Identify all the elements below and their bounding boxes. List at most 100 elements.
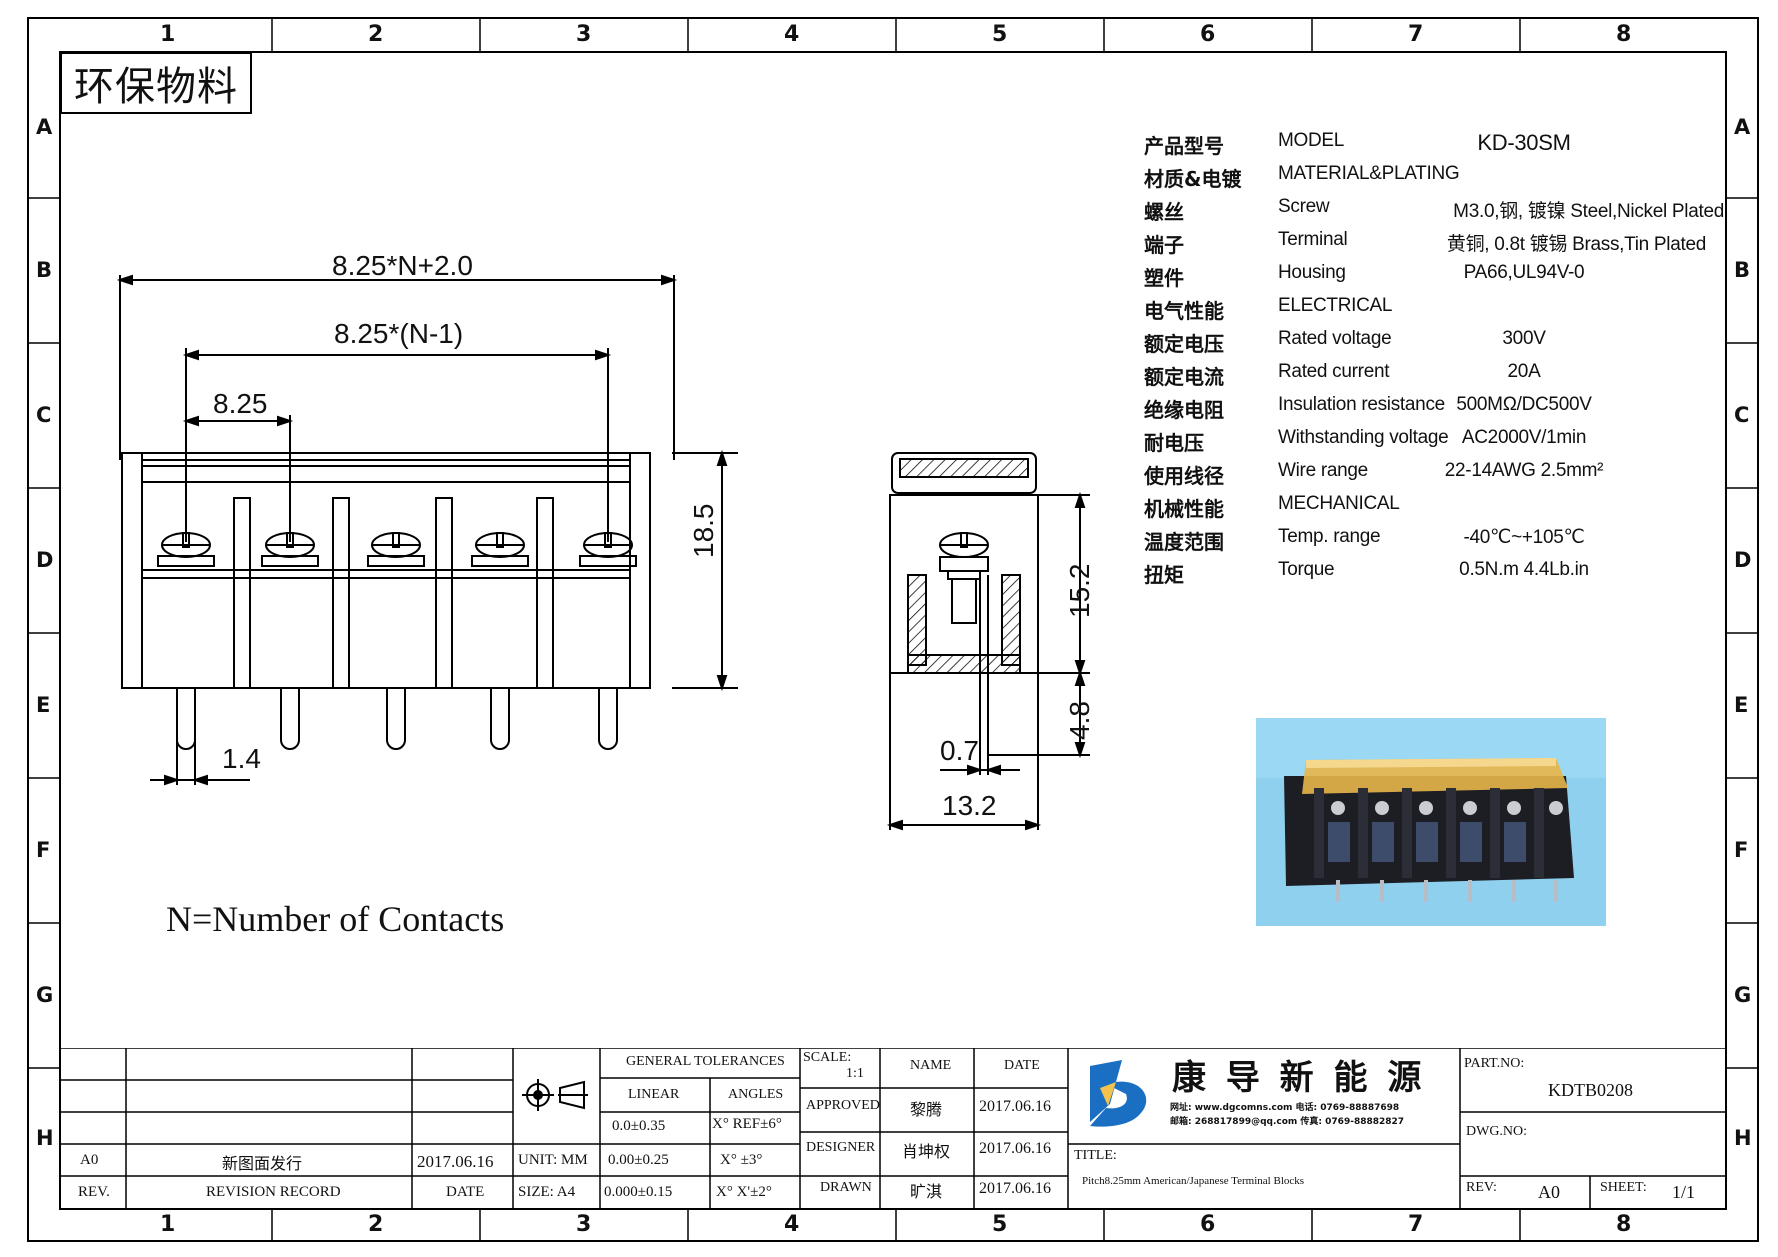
spec-label-en: Wire range [1278, 460, 1368, 481]
drawn-label: DRAWN [820, 1180, 872, 1195]
grid-col-label: 1 [160, 1212, 176, 1237]
tolerance-linear-3: 0.000±0.15 [604, 1184, 673, 1200]
dim-pin-thickness: 0.7 [940, 735, 979, 766]
grid-col-label: 4 [784, 22, 800, 47]
spec-label-cn: 额定电压 [1144, 332, 1224, 356]
grid-col-label: 5 [992, 22, 1008, 47]
dim-side-height: 15.2 [1064, 563, 1095, 619]
spec-row-insulation: 绝缘电阻 Insulation resistance 500MΩ/DC500V [1144, 394, 1724, 427]
grid-row-label: G [36, 983, 54, 1007]
spec-value: -40℃~+105℃ [1463, 527, 1585, 548]
tolerance-angle-2: X° ±3° [720, 1152, 763, 1168]
spec-row-withstanding: 耐电压 Withstanding voltage AC2000V/1min [1144, 427, 1724, 460]
date-header: DATE [446, 1184, 485, 1200]
spec-value: 300V [1502, 328, 1546, 349]
grid-row-label: E [36, 693, 51, 717]
spec-label-cn: 电气性能 [1144, 299, 1224, 323]
spec-value: M3.0,钢, 镀镍 Steel,Nickel Plated [1453, 201, 1724, 222]
dwg-no-label: DWG.NO: [1466, 1124, 1528, 1139]
spec-label-en: Housing [1278, 262, 1346, 283]
spec-label-en: Insulation resistance [1278, 394, 1445, 415]
grid-col-label: 7 [1408, 22, 1424, 47]
scale-label: SCALE: [803, 1050, 852, 1065]
spec-row-rated-voltage: 额定电压 Rated voltage 300V [1144, 328, 1724, 361]
spec-label-en: MODEL [1278, 130, 1345, 151]
revision-date: 2017.06.16 [417, 1152, 494, 1171]
spec-label-en: Rated current [1278, 361, 1390, 382]
spec-row-mechanical: 机械性能 MECHANICAL [1144, 493, 1724, 526]
general-tolerances-header: GENERAL TOLERANCES [626, 1054, 785, 1069]
grid-row-label: D [36, 548, 54, 572]
grid-row-label: A [36, 115, 53, 139]
spec-value: KD-30SM [1477, 130, 1571, 155]
part-no-label: PART.NO: [1464, 1056, 1525, 1071]
rev-a0: A0 [80, 1152, 99, 1168]
spec-row-material: 材质&电镀 MATERIAL&PLATING [1144, 163, 1724, 196]
grid-col-label: 8 [1616, 1212, 1632, 1237]
size-label: SIZE: A4 [518, 1184, 576, 1200]
grid-col-label: 1 [160, 22, 176, 47]
title-label: TITLE: [1074, 1148, 1117, 1163]
tolerance-linear-2: 0.00±0.25 [608, 1152, 669, 1168]
rev-label: REV: [1466, 1180, 1497, 1195]
spec-row-screw: 螺丝 Screw M3.0,钢, 镀镍 Steel,Nickel Plated [1144, 196, 1724, 229]
drawn-date: 2017.06.16 [979, 1180, 1051, 1197]
spec-label-cn: 使用线径 [1144, 464, 1224, 488]
rev-value: A0 [1538, 1182, 1560, 1202]
part-no-value: KDTB0208 [1548, 1080, 1633, 1100]
grid-row-label: B [36, 258, 53, 282]
dim-inner-width: 8.25*(N-1) [334, 318, 464, 349]
spec-row-electrical: 电气性能 ELECTRICAL [1144, 295, 1724, 328]
approved-date: 2017.06.16 [979, 1098, 1051, 1115]
spec-label-en: Rated voltage [1278, 328, 1392, 349]
tolerance-angle-3: X° X'±2° [716, 1184, 772, 1200]
scale-value: 1:1 [846, 1066, 864, 1081]
tolerance-angle-1: X° REF±6° [712, 1116, 782, 1132]
company-contact-line-1: 网址: www.dgcomns.com 电话: 0769-88887698 [1170, 1103, 1400, 1113]
designer-name: 肖坤权 [902, 1142, 951, 1161]
dim-pin-width: 1.4 [222, 743, 261, 774]
spec-row-housing: 塑件 Housing PA66,UL94V-0 [1144, 262, 1724, 295]
grid-col-label: 5 [992, 1212, 1008, 1237]
grid-row-label: D [1734, 548, 1752, 572]
spec-label-cn: 机械性能 [1144, 497, 1224, 521]
spec-row-model: 产品型号 MODEL KD-30SM [1144, 130, 1724, 163]
spec-label-cn: 螺丝 [1144, 200, 1184, 224]
spec-row-temp-range: 温度范围 Temp. range -40℃~+105℃ [1144, 526, 1724, 559]
spec-label-en: Temp. range [1278, 526, 1381, 547]
spec-row-wire-range: 使用线径 Wire range 22-14AWG 2.5mm² [1144, 460, 1724, 493]
grid-col-label: 3 [576, 1212, 592, 1237]
grid-row-label: B [1734, 258, 1751, 282]
spec-label-cn: 扭矩 [1144, 563, 1184, 587]
spec-label-cn: 产品型号 [1144, 134, 1224, 158]
spec-label-cn: 温度范围 [1144, 530, 1224, 554]
spec-row-rated-current: 额定电流 Rated current 20A [1144, 361, 1724, 394]
title-block-grid [60, 1048, 1726, 1209]
grid-row-label: C [1734, 403, 1750, 427]
tolerance-linear-1: 0.0±0.35 [612, 1118, 666, 1134]
spec-row-torque: 扭矩 Torque 0.5N.m 4.4Lb.in [1144, 559, 1724, 592]
spec-value: 20A [1507, 361, 1541, 382]
grid-row-label: F [1734, 838, 1749, 862]
grid-col-label: 6 [1200, 22, 1216, 47]
date-column-header: DATE [1004, 1058, 1040, 1073]
grid-col-label: 8 [1616, 22, 1632, 47]
spec-label-en: Terminal [1278, 229, 1348, 250]
revision-description: 新图面发行 [222, 1154, 303, 1173]
product-photo [1256, 718, 1606, 926]
spec-label-en: MECHANICAL [1278, 493, 1400, 514]
drawn-name: 旷淇 [910, 1182, 943, 1201]
spec-label-en: ELECTRICAL [1278, 295, 1393, 316]
spec-label-cn: 材质&电镀 [1144, 167, 1242, 191]
grid-col-label: 4 [784, 1212, 800, 1237]
rev-header: REV. [78, 1184, 110, 1200]
company-name: 康 导 新 能 源 [1172, 1058, 1426, 1098]
angles-header: ANGLES [728, 1087, 784, 1102]
approved-label: APPROVED [806, 1098, 880, 1113]
dim-overall-width: 8.25*N+2.0 [332, 250, 473, 281]
approved-name: 黎腾 [910, 1100, 943, 1119]
spec-value: 22-14AWG 2.5mm² [1444, 460, 1604, 481]
eco-material-stamp: 环保物料 [60, 52, 252, 114]
grid-row-label: G [1734, 983, 1752, 1007]
